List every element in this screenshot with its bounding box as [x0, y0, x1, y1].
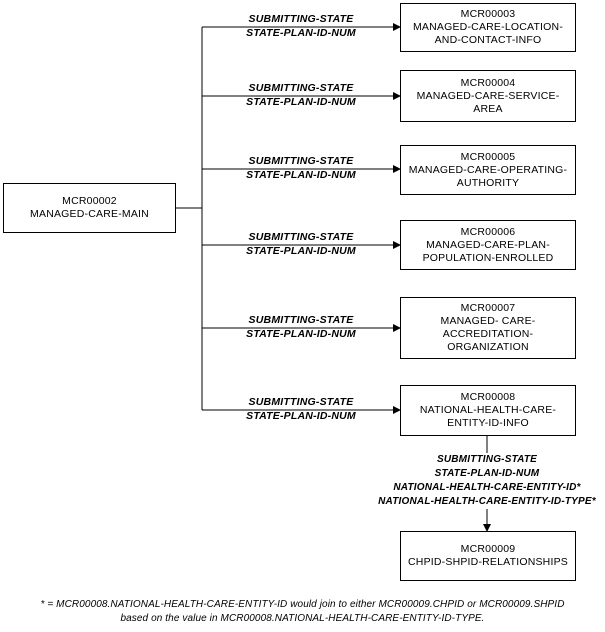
entity-code: MCR00002: [62, 195, 117, 207]
join-label-mcr00008: SUBMITTING-STATE STATE-PLAN-ID-NUM: [246, 396, 356, 422]
entity-name: AUTHORITY: [456, 176, 520, 189]
footnote-line: based on the value in MCR00008.NATIONAL-…: [120, 613, 485, 624]
entity-mcr00007: MCR00007 MANAGED- CARE- ACCREDITATION- O…: [400, 297, 576, 359]
join-label-mcr00009: SUBMITTING-STATE STATE-PLAN-ID-NUM NATIO…: [370, 453, 604, 509]
entity-mcr00006: MCR00006 MANAGED-CARE-PLAN- POPULATION-E…: [400, 220, 576, 270]
entity-code: MCR00009: [460, 543, 516, 555]
entity-mcr00003: MCR00003 MANAGED-CARE-LOCATION- AND-CONT…: [400, 3, 576, 52]
entity-name: MANAGED-CARE-SERVICE-: [416, 89, 560, 102]
join-label-mcr00007: SUBMITTING-STATE STATE-PLAN-ID-NUM: [246, 314, 356, 340]
entity-code: MCR00008: [460, 391, 516, 403]
entity-code: MCR00003: [460, 8, 516, 20]
entity-name: NATIONAL-HEALTH-CARE-: [419, 404, 557, 416]
entity-name: MANAGED-CARE-LOCATION-: [412, 21, 564, 33]
entity-name: POPULATION-ENROLLED: [422, 251, 554, 264]
entity-name: AREA: [473, 102, 503, 115]
entity-code: MCR00005: [460, 150, 516, 163]
entity-code: MCR00007: [460, 302, 516, 314]
join-label-mcr00006: SUBMITTING-STATE STATE-PLAN-ID-NUM: [246, 231, 356, 257]
footnote-line: * = MCR00008.NATIONAL-HEALTH-CARE-ENTITY…: [40, 599, 565, 610]
entity-name: MANAGED-CARE-PLAN-: [426, 238, 550, 251]
join-label-mcr00003: SUBMITTING-STATE STATE-PLAN-ID-NUM: [246, 13, 356, 39]
entity-mcr00008: MCR00008 NATIONAL-HEALTH-CARE- ENTITY-ID…: [400, 385, 576, 436]
entity-name: MANAGED- CARE-: [440, 315, 536, 327]
entity-mcr00004: MCR00004 MANAGED-CARE-SERVICE- AREA: [400, 70, 576, 122]
entity-name: AND-CONTACT-INFO: [434, 34, 542, 46]
footnote: * = MCR00008.NATIONAL-HEALTH-CARE-ENTITY…: [0, 598, 605, 626]
entity-name: ORGANIZATION: [447, 341, 529, 353]
entity-code: MCR00004: [460, 76, 516, 89]
entity-code: MCR00006: [460, 225, 516, 238]
entity-name: CHPID-SHPID-RELATIONSHIPS: [408, 556, 568, 568]
entity-name: ACCREDITATION-: [442, 328, 534, 340]
entity-mcr00005: MCR00005 MANAGED-CARE-OPERATING- AUTHORI…: [400, 145, 576, 195]
join-label-mcr00004: SUBMITTING-STATE STATE-PLAN-ID-NUM: [246, 82, 356, 108]
entity-mcr00009: MCR00009 CHPID-SHPID-RELATIONSHIPS: [400, 531, 576, 581]
entity-mcr00002: MCR00002 MANAGED-CARE-MAIN: [3, 183, 176, 233]
entity-name: MANAGED-CARE-OPERATING-: [408, 163, 568, 176]
entity-name: ENTITY-ID-INFO: [447, 417, 529, 429]
join-label-mcr00005: SUBMITTING-STATE STATE-PLAN-ID-NUM: [246, 155, 356, 181]
entity-name: MANAGED-CARE-MAIN: [30, 208, 149, 220]
